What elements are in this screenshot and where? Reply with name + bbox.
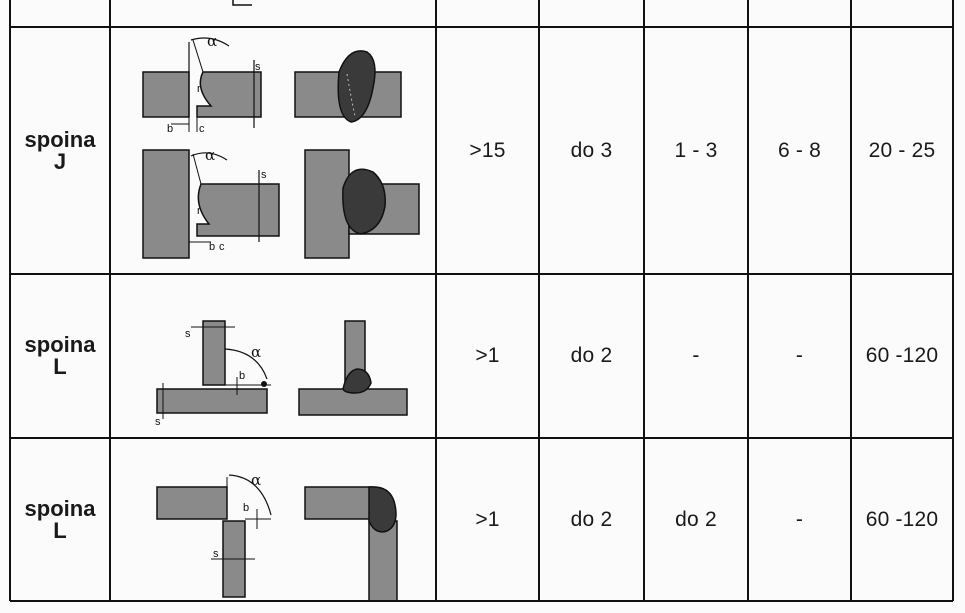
j-tee-weld-result-diagram	[304, 149, 420, 259]
s-label-2: s	[261, 169, 267, 181]
b-label: b	[239, 370, 245, 382]
cell-r2-c5: 60 -120	[865, 344, 939, 367]
row-label-line1: spoina	[24, 126, 96, 152]
c-label-2: c	[219, 241, 225, 253]
l-corner-weld-sketch: α b s	[156, 471, 398, 600]
row-label-line1: spoina	[24, 495, 96, 521]
s-label: s	[213, 548, 219, 560]
cell-r3-c5: 60 -120	[865, 507, 939, 531]
r-label: r	[197, 83, 201, 95]
l-corner-weld-result-diagram	[304, 486, 398, 600]
cell-r3-c3: do 2	[675, 507, 717, 531]
j-groove-tee-joint-diagram: α s r b c	[142, 146, 280, 259]
r-label-2: r	[197, 205, 201, 217]
b-label: b	[243, 502, 249, 514]
cell-r2-c2: do 2	[570, 344, 613, 367]
j-butt-weld-result-diagram	[294, 50, 402, 123]
row-label-line2: J	[53, 148, 67, 174]
cell-r1-c5: 20 - 25	[868, 138, 936, 162]
c-label: c	[199, 123, 205, 135]
l-tee-weld-result-diagram	[298, 320, 408, 416]
row-label-line1: spoina	[24, 332, 96, 357]
alpha-label: α	[207, 32, 217, 50]
cell-r1-c2: do 3	[570, 138, 613, 162]
l-tee-weld-sketch: s α b s	[155, 320, 408, 428]
alpha-label: α	[251, 471, 261, 489]
j-weld-sketch: α s r b c α s r b c	[142, 32, 420, 259]
cell-r1-c4: 6 - 8	[777, 138, 822, 162]
l-corner-joint-diagram: α b s	[156, 471, 272, 598]
row-label-line2: L	[53, 354, 67, 379]
s-label: s	[185, 328, 191, 340]
cell-r2-c1: >1	[475, 344, 500, 367]
row-label-spoina-l-2: spoina L	[10, 438, 110, 601]
cell-r3-c4: -	[795, 507, 804, 531]
alpha-label-2: α	[205, 146, 215, 164]
cell-r3-c1: >1	[475, 507, 500, 531]
b-label: b	[167, 123, 173, 135]
l-tee-joint-diagram: s α b s	[155, 320, 271, 428]
j-groove-butt-joint-diagram: α s r b c	[142, 32, 262, 135]
cell-r2-c3: -	[692, 344, 700, 367]
b-label-2: b	[209, 241, 215, 253]
cell-r1-c1: >15	[469, 138, 506, 162]
s-label: s	[255, 61, 261, 73]
cell-r1-c3: 1 - 3	[674, 138, 718, 162]
row-label-spoina-j: spoina J	[10, 27, 110, 274]
cell-r2-c4: -	[795, 344, 804, 367]
alpha-label: α	[251, 343, 261, 361]
cell-r3-c2: do 2	[570, 507, 613, 531]
row-label-line2: L	[53, 517, 67, 543]
s-label-2: s	[155, 416, 161, 428]
row-label-spoina-l-1: spoina L	[10, 274, 110, 438]
